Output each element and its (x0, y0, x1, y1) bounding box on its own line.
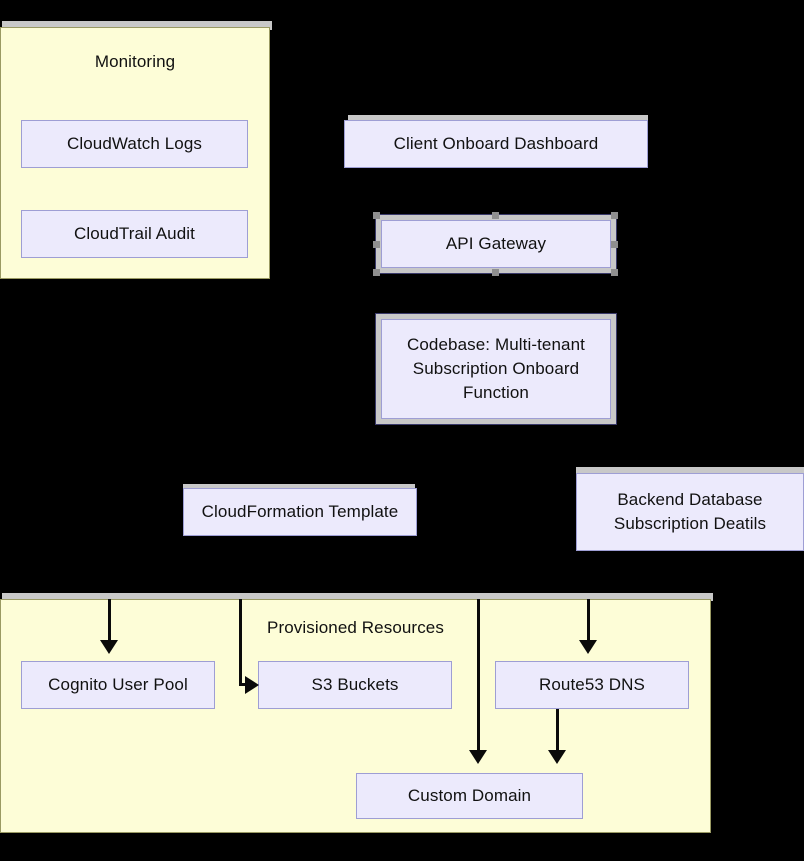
node-cloudtrail-audit[interactable]: CloudTrail Audit (21, 210, 248, 258)
edge-route53-to-custom-domain-arrowhead (548, 750, 566, 764)
node-cloudtrail-audit-label: CloudTrail Audit (74, 223, 195, 243)
node-codebase-function-label: Codebase: Multi-tenant Subscription Onbo… (407, 334, 585, 403)
node-codebase-function[interactable]: Codebase: Multi-tenant Subscription Onbo… (381, 319, 611, 419)
group-provisioned-resources[interactable]: Provisioned Resources (0, 599, 711, 833)
edge-to-custom-domain-arrowhead (469, 750, 487, 764)
edge-to-custom-domain-line (477, 599, 480, 751)
edge-to-cognito-line (108, 599, 111, 641)
node-cloudwatch-logs-label: CloudWatch Logs (66, 133, 203, 153)
node-client-onboard-dashboard-label: Client Onboard Dashboard (393, 133, 599, 153)
edge-to-s3-line-vertical (239, 599, 242, 685)
backend-database-shadow (576, 467, 804, 473)
provisioned-group-shadow (2, 593, 713, 601)
monitoring-group-shadow (2, 21, 272, 30)
edge-route53-to-custom-domain-line (556, 709, 559, 751)
api-gateway-handle-nw[interactable] (373, 212, 380, 219)
node-route53-dns[interactable]: Route53 DNS (495, 661, 689, 709)
codebase-function-selection-frame[interactable] (375, 313, 617, 425)
api-gateway-handle-e[interactable] (611, 241, 618, 248)
node-backend-database-label: Backend Database Subscription Deatils (613, 489, 767, 533)
node-custom-domain-label: Custom Domain (407, 785, 532, 805)
node-cognito-user-pool[interactable]: Cognito User Pool (21, 661, 215, 709)
node-s3-buckets[interactable]: S3 Buckets (258, 661, 452, 709)
client-onboard-dashboard-shadow (348, 115, 648, 122)
node-cognito-user-pool-label: Cognito User Pool (48, 674, 188, 694)
api-gateway-handle-sw[interactable] (373, 269, 380, 276)
edge-to-cognito-arrowhead (100, 640, 118, 654)
node-api-gateway[interactable]: API Gateway (381, 220, 611, 268)
api-gateway-handle-ne[interactable] (611, 212, 618, 219)
node-backend-database[interactable]: Backend Database Subscription Deatils (576, 473, 804, 551)
edge-to-route53-arrowhead (579, 640, 597, 654)
node-route53-dns-label: Route53 DNS (539, 674, 645, 694)
api-gateway-handle-se[interactable] (611, 269, 618, 276)
cloudformation-template-shadow (183, 484, 415, 490)
api-gateway-handle-w[interactable] (373, 241, 380, 248)
node-cloudwatch-logs[interactable]: CloudWatch Logs (21, 120, 248, 168)
node-cloudformation-template[interactable]: CloudFormation Template (183, 488, 417, 536)
api-gateway-handle-n[interactable] (492, 212, 499, 219)
node-api-gateway-label: API Gateway (445, 233, 547, 253)
node-s3-buckets-label: S3 Buckets (311, 674, 399, 694)
api-gateway-handle-s[interactable] (492, 269, 499, 276)
edge-to-s3-arrowhead (245, 676, 259, 694)
node-cloudformation-template-label: CloudFormation Template (201, 501, 399, 521)
group-provisioned-resources-title: Provisioned Resources (267, 618, 444, 637)
edge-to-route53-line (587, 599, 590, 641)
node-client-onboard-dashboard[interactable]: Client Onboard Dashboard (344, 120, 648, 168)
node-custom-domain[interactable]: Custom Domain (356, 773, 583, 819)
group-monitoring-title: Monitoring (94, 52, 176, 71)
